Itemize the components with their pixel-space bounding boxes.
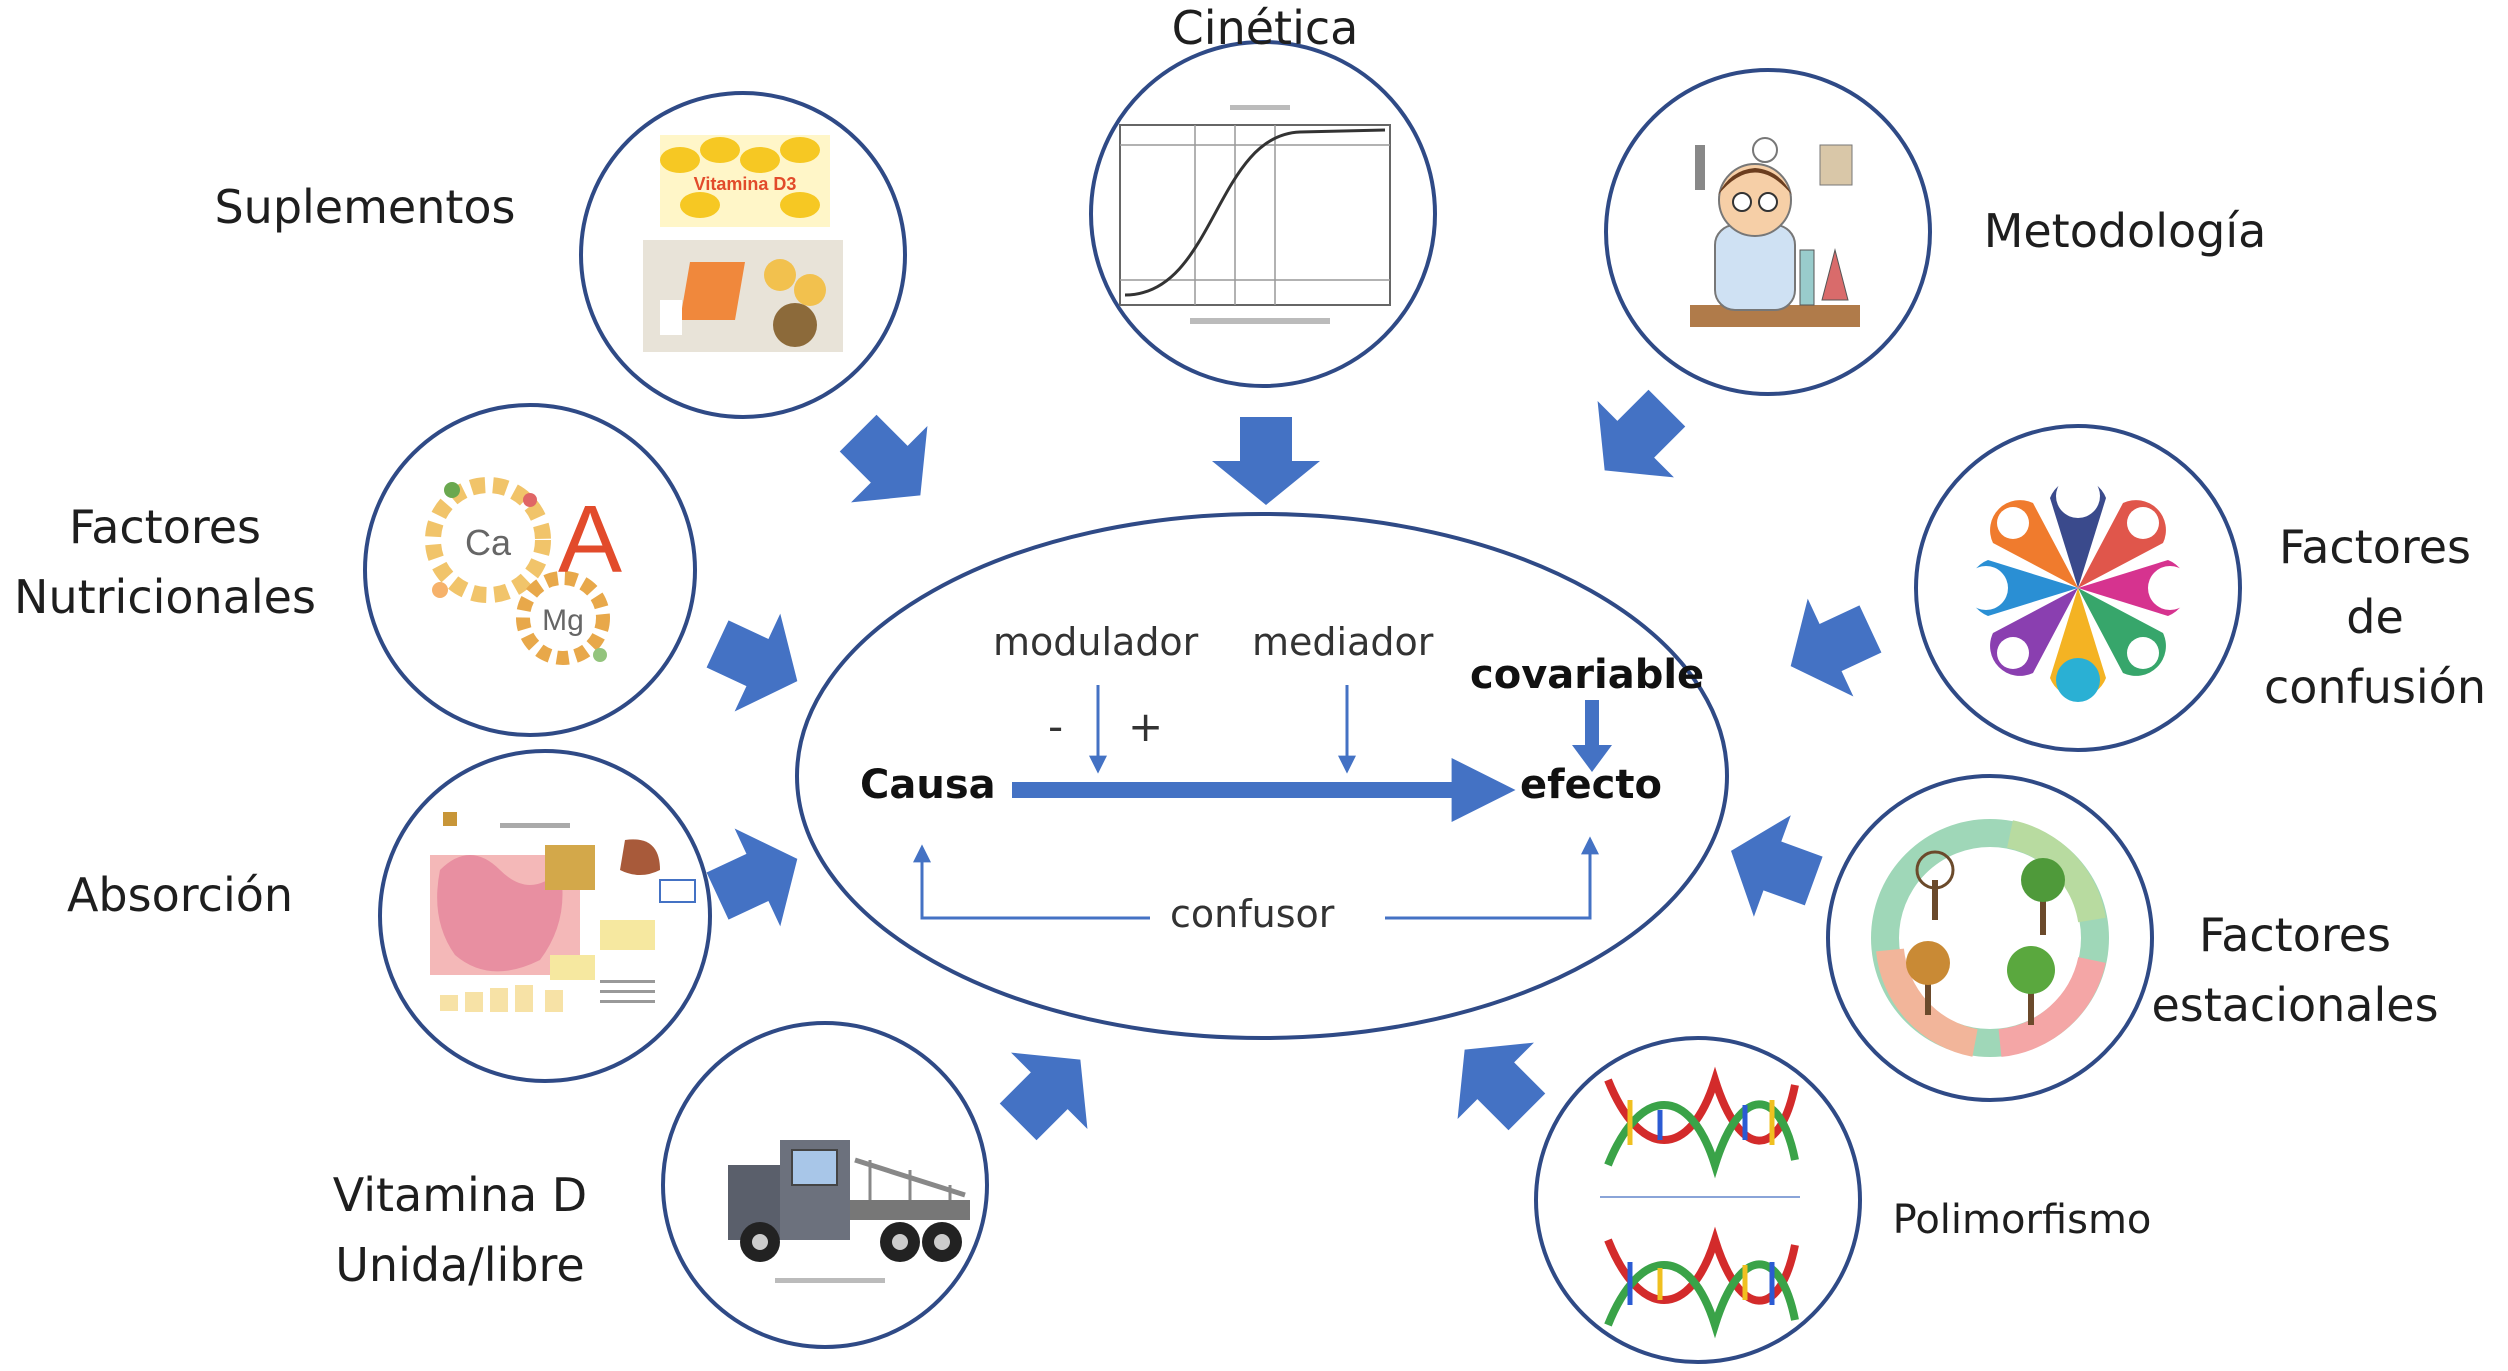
arrow-from-confusion — [1790, 598, 1882, 697]
arrow-from-estacionales — [1731, 815, 1823, 917]
arrow-from-polimorfismo — [1457, 1042, 1546, 1131]
confusor-line-right — [1385, 836, 1599, 920]
causa-label: Causa — [860, 762, 996, 808]
minus-sign: - — [1048, 702, 1064, 751]
circle-vitamina — [661, 1021, 989, 1349]
nutri-mg-text: Mg — [542, 604, 584, 637]
vitamin-capsules-food-icon: Vitamina D3 — [643, 135, 843, 352]
sigmoid-curve-graph-icon — [1119, 105, 1391, 324]
covariable-label: covariable — [1470, 652, 1705, 698]
mediador-label: mediador — [1252, 620, 1434, 664]
nutri-a-text: A — [558, 486, 622, 593]
tow-truck-icon — [728, 1140, 970, 1283]
minerals-food-ring-icon: Ca A Mg — [425, 477, 622, 665]
label-absorcion: Absorción — [66, 868, 294, 922]
arrow-from-vitamina — [999, 1052, 1088, 1141]
label-polimorfismo: Polimorfismo — [1892, 1197, 2152, 1243]
block-arrows — [706, 389, 1882, 1141]
label-vitamina: Vitamina D Unida/libre — [332, 1168, 588, 1292]
circle-confusion — [1914, 424, 2242, 752]
plus-sign: + — [1128, 702, 1164, 751]
label-confusion: Factores de confusión — [2264, 520, 2486, 714]
modulador-label: modulador — [993, 620, 1199, 664]
circle-metodologia — [1604, 68, 1932, 396]
label-suplementos: Suplementos — [214, 180, 516, 234]
circle-polimorfismo — [1534, 1036, 1862, 1364]
label-metodologia: Metodología — [1983, 204, 2267, 258]
efecto-label: efecto — [1520, 762, 1662, 808]
confusor-line-left — [913, 844, 1150, 920]
arrow-from-cinetica — [1212, 417, 1320, 505]
circle-suplementos: Vitamina D3 — [579, 91, 907, 419]
circle-estacionales — [1826, 774, 2154, 1102]
arrow-from-absorcion — [706, 828, 798, 927]
arrow-from-suplementos — [839, 414, 928, 503]
dna-double-helix-icon — [1600, 1066, 1800, 1339]
confusor-label: confusor — [1170, 892, 1335, 936]
seasonal-trees-cycle-icon — [1871, 819, 2109, 1057]
label-nutricionales: Factores Nutricionales — [14, 500, 316, 624]
circle-absorcion — [378, 749, 712, 1083]
central-ellipse — [795, 512, 1729, 1040]
label-estacionales: Factores estacionales — [2151, 908, 2439, 1032]
nutri-ca-text: Ca — [465, 522, 512, 563]
circle-cinetica — [1089, 40, 1437, 388]
colorful-flower-diagram-icon — [1964, 474, 2192, 702]
suple-vitd-text: Vitamina D3 — [694, 174, 797, 194]
absorption-infographic-icon — [430, 812, 696, 1012]
covariable-arrowhead — [1572, 745, 1612, 772]
label-cinetica: Cinética — [1171, 1, 1359, 55]
arrow-from-metodologia — [1597, 389, 1686, 478]
scientist-lab-icon — [1690, 137, 1860, 327]
arrow-from-nutricionales — [706, 613, 798, 712]
circle-nutricionales: Ca A Mg — [363, 403, 697, 737]
